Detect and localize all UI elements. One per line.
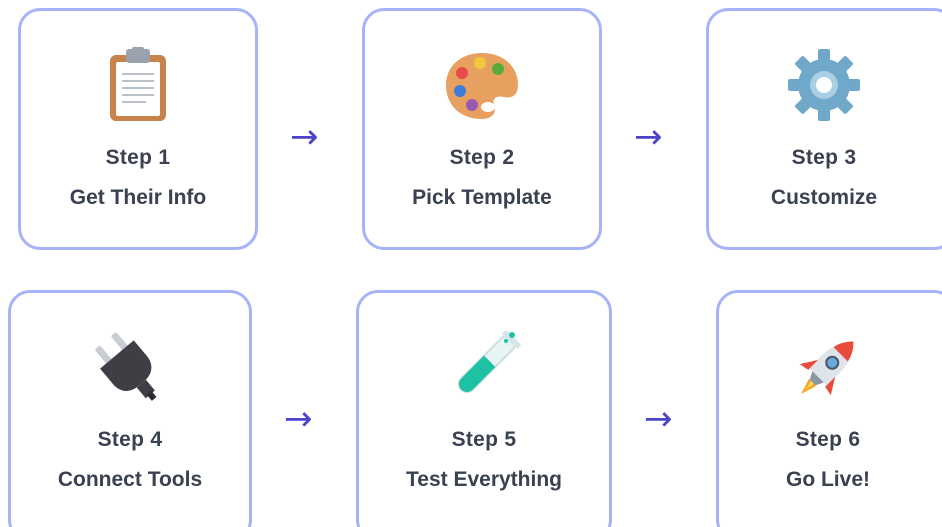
test-tube-icon <box>359 327 609 407</box>
step-card-3: Step 3 Customize <box>706 8 942 250</box>
rocket-icon <box>719 327 937 407</box>
step-card-5: Step 5 Test Everything <box>356 290 612 527</box>
step-label: Test Everything <box>406 468 562 491</box>
step-label: Pick Template <box>412 186 552 209</box>
step-card-4: Step 4 Connect Tools <box>8 290 252 527</box>
gear-icon <box>709 45 939 125</box>
step-label: Customize <box>770 186 878 209</box>
step-label: Go Live! <box>785 468 870 491</box>
step-card-2: Step 2 Pick Template <box>362 8 602 250</box>
step-title: Step 5 <box>451 428 517 451</box>
arrow-5-to-6: → <box>644 399 673 439</box>
step-title: Step 3 <box>791 146 857 169</box>
step-title: Step 2 <box>449 146 515 169</box>
arrow-4-to-5: → <box>284 399 313 439</box>
step-title: Step 6 <box>795 428 861 451</box>
step-label: Get Their Info <box>69 186 207 209</box>
step-card-1: Step 1 Get Their Info <box>18 8 258 250</box>
plug-icon <box>11 327 249 407</box>
step-title: Step 1 <box>105 146 171 169</box>
arrow-2-to-3: → <box>634 117 663 157</box>
arrow-1-to-2: → <box>290 117 319 157</box>
step-title: Step 4 <box>97 428 163 451</box>
step-card-6: Step 6 Go Live! <box>716 290 942 527</box>
clipboard-icon <box>21 45 255 125</box>
step-label: Connect Tools <box>57 468 203 491</box>
palette-icon <box>365 45 599 125</box>
